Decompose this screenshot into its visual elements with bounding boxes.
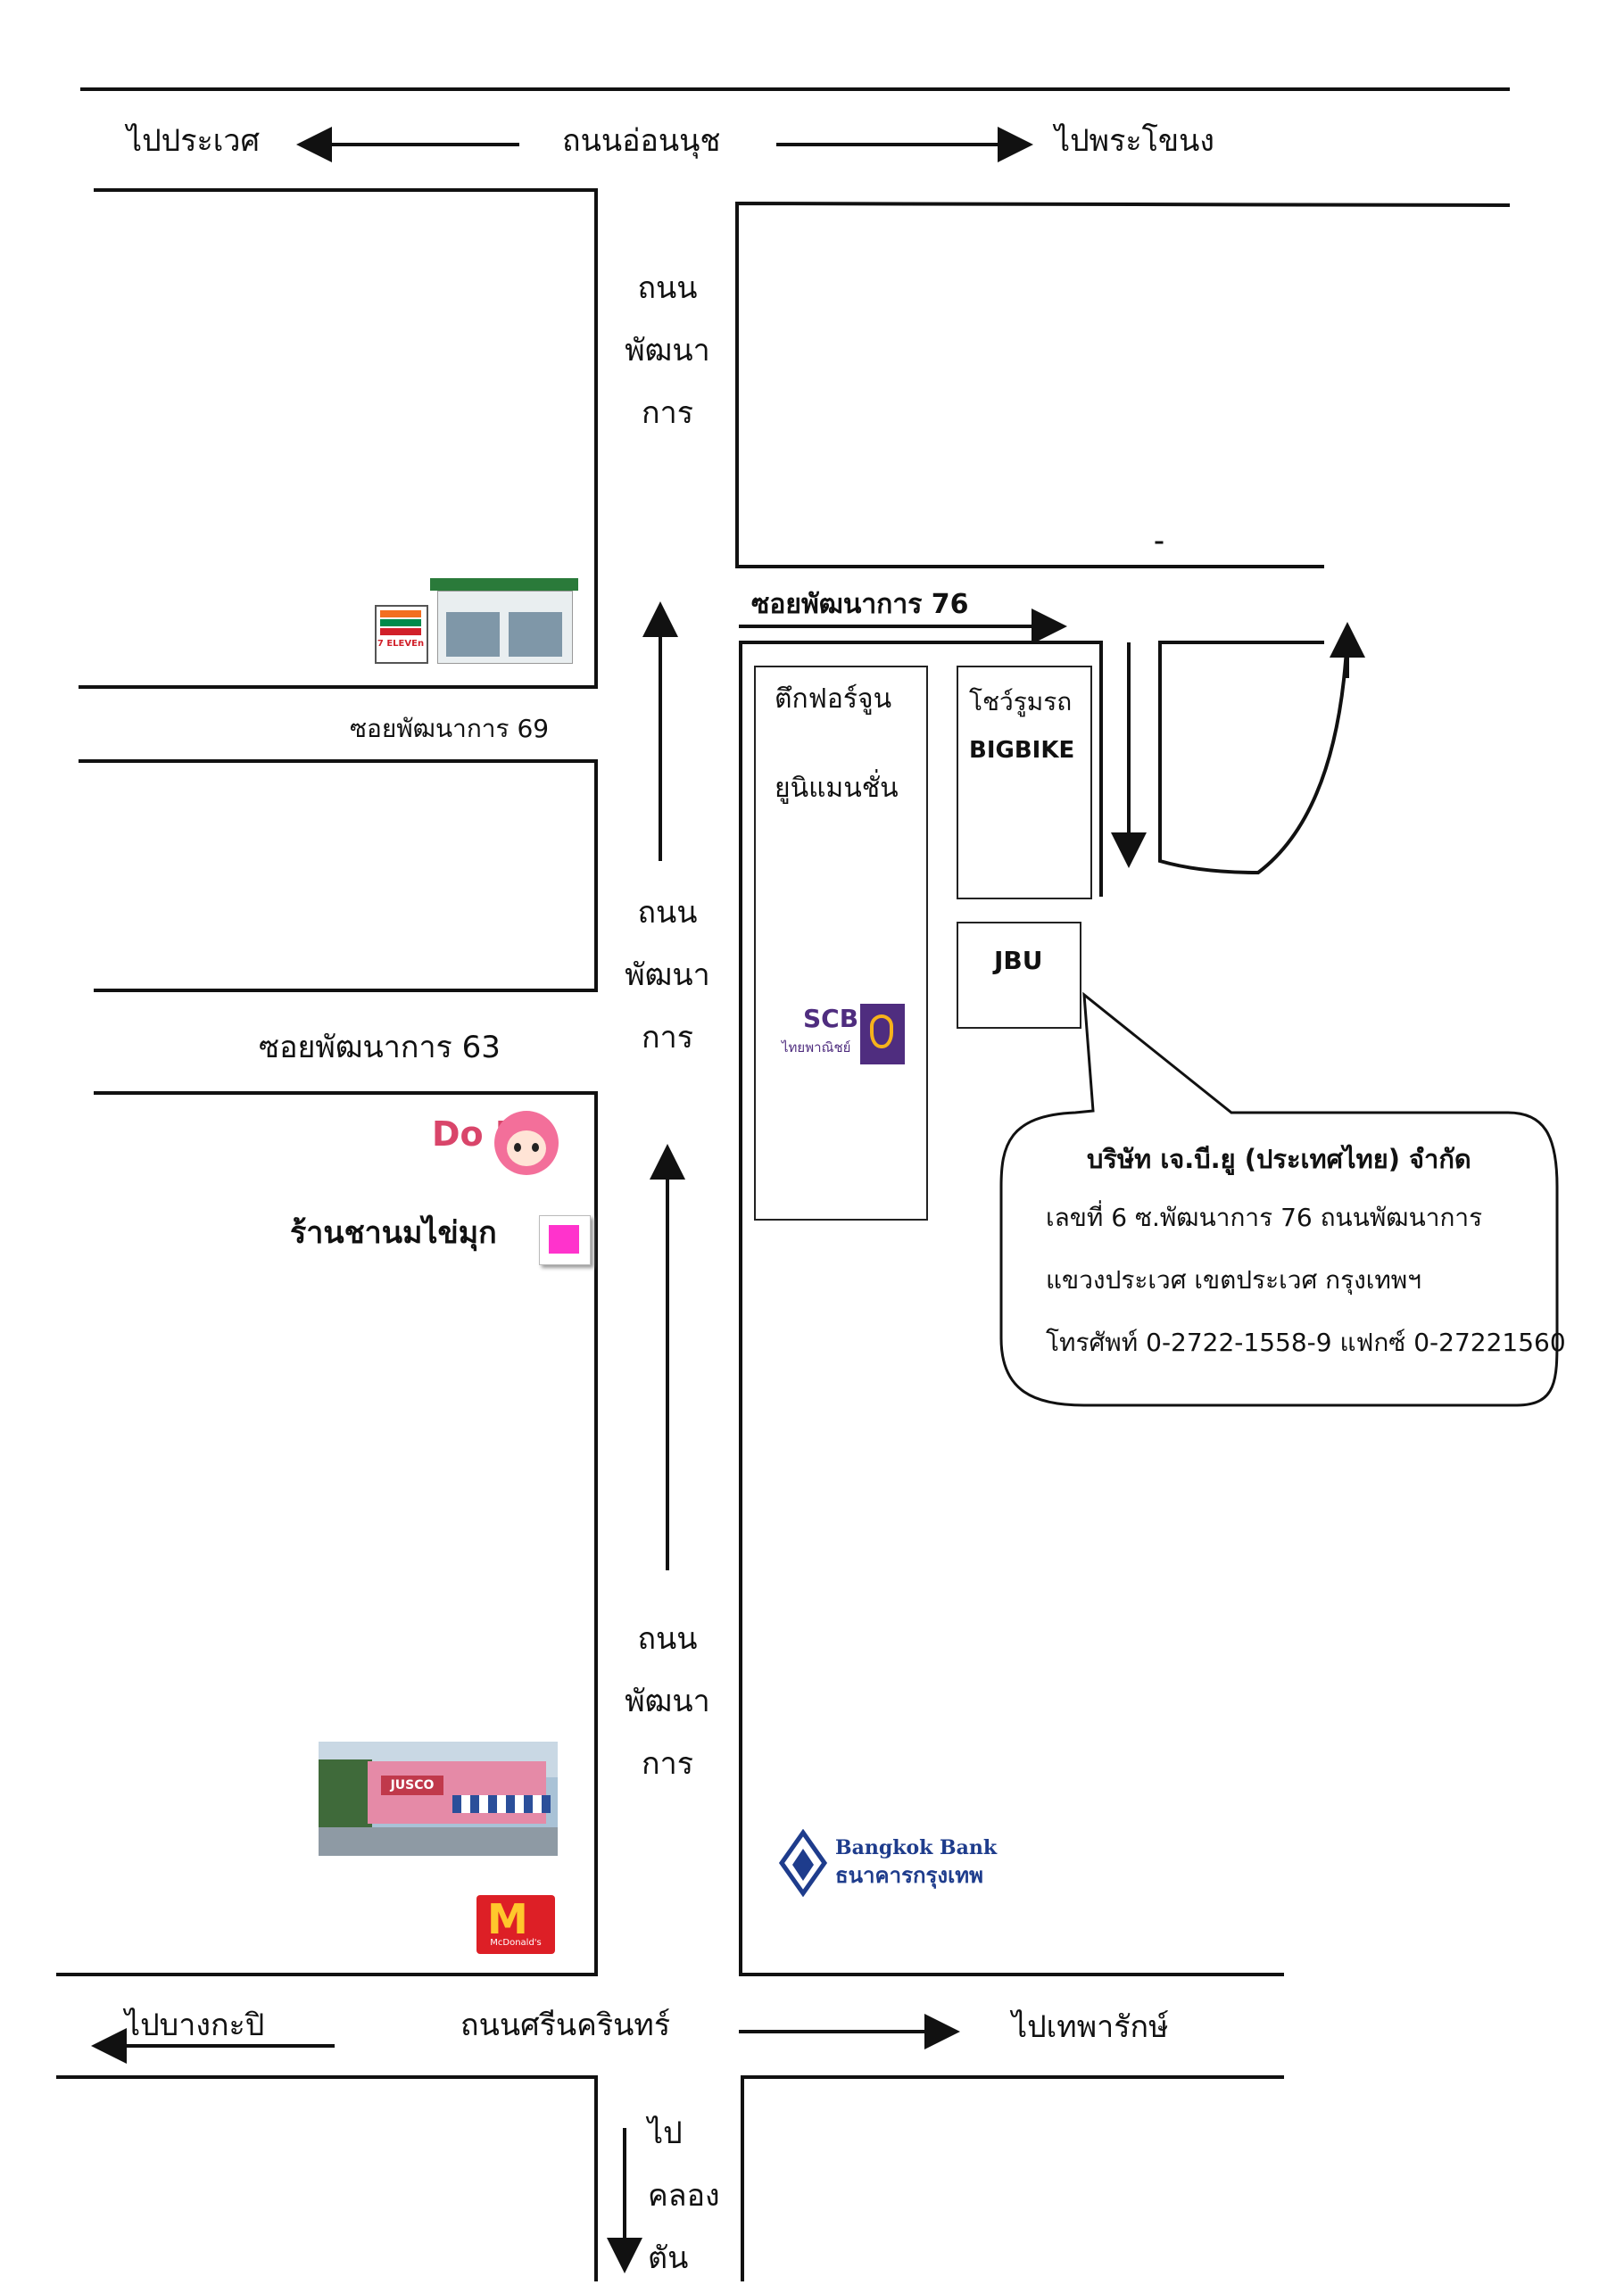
dest-prawet: ไปประเวศ <box>127 123 261 159</box>
road-pattanakarn-bottom: ถนนพัฒนาการ <box>625 1621 710 1782</box>
road-srinakarin: ถนนศรีนครินทร์ <box>460 2008 671 2043</box>
block-outline <box>56 2075 598 2281</box>
curved-block <box>1158 631 1350 875</box>
jbu-building <box>957 922 1081 1029</box>
tea-shop-label: ร้านชานมไข่มุก <box>290 1215 497 1251</box>
dest-theparak: ไปเทพารักษ์ <box>1012 2009 1169 2045</box>
callout-bubble <box>999 991 1559 1407</box>
seven-eleven-store: 7 ELEVEn <box>375 578 578 664</box>
tree-icon <box>319 1759 372 1840</box>
bigbike-label: BIGBIKE <box>969 737 1075 764</box>
soi-76: ซอยพัฒนาการ 76 <box>751 589 969 620</box>
mcdonalds-logo: M McDonald's <box>476 1895 555 1954</box>
dest-phra-khanong: ไปพระโขนง <box>1055 123 1214 159</box>
company-name: บริษัท เจ.บี.ยู (ประเทศไทย) จำกัด <box>1087 1144 1471 1174</box>
dest-klong-ton: ไปคลองตัน <box>648 2115 720 2276</box>
block-outline <box>739 641 1103 1976</box>
block-outline <box>79 759 598 992</box>
road-pattanakarn-top: ถนนพัฒนาการ <box>625 270 710 431</box>
scb-emblem-icon <box>860 1004 905 1064</box>
company-phone: โทรศัพท์ 0-2722-1558-9 แฟกซ์ 0-27221560 <box>1046 1328 1566 1357</box>
dodo-girl-icon <box>494 1111 559 1175</box>
road-on-nut: ถนนอ่อนนุช <box>562 123 721 159</box>
block-outline <box>56 1091 598 1976</box>
scb-logo: SCB ไทยพาณิชย์ <box>782 1004 907 1066</box>
dodo-logo: Do Do <box>432 1111 575 1200</box>
jbu-label: JBU <box>994 946 1043 975</box>
road-pattanakarn-mid: ถนนพัฒนาการ <box>625 895 710 1056</box>
block-outline <box>741 2075 1284 2281</box>
bangkok-bank-logo: Bangkok Bank ธนาคารกรุงเทพ <box>778 1829 1028 1897</box>
tea-shop-marker-icon <box>539 1215 591 1265</box>
bigbike-showroom <box>957 666 1092 899</box>
soi-63: ซอยพัฒนาการ 63 <box>259 1030 501 1065</box>
uni-mansion-label: ยูนิแมนชั่น <box>775 773 899 804</box>
showroom-label: โชว์รูมรถ <box>969 687 1073 716</box>
jusco-store: JUSCO <box>319 1742 558 1856</box>
soi-69: ซอยพัฒนาการ 69 <box>350 714 550 743</box>
block-outline <box>79 188 598 689</box>
seven-eleven-logo-icon: 7 ELEVEn <box>375 605 428 664</box>
bangkok-bank-emblem-icon <box>778 1829 828 1897</box>
company-address-1: เลขที่ 6 ซ.พัฒนาการ 76 ถนนพัฒนาการ <box>1046 1203 1483 1232</box>
block-outline <box>735 201 1511 568</box>
fortune-building <box>754 666 928 1221</box>
dest-bang-kapi: ไปบางกะปิ <box>125 2008 265 2043</box>
company-address-2: แขวงประเวศ เขตประเวศ กรุงเทพฯ <box>1046 1265 1421 1295</box>
fortune-building-label: ตึกฟอร์จูน <box>775 683 892 715</box>
